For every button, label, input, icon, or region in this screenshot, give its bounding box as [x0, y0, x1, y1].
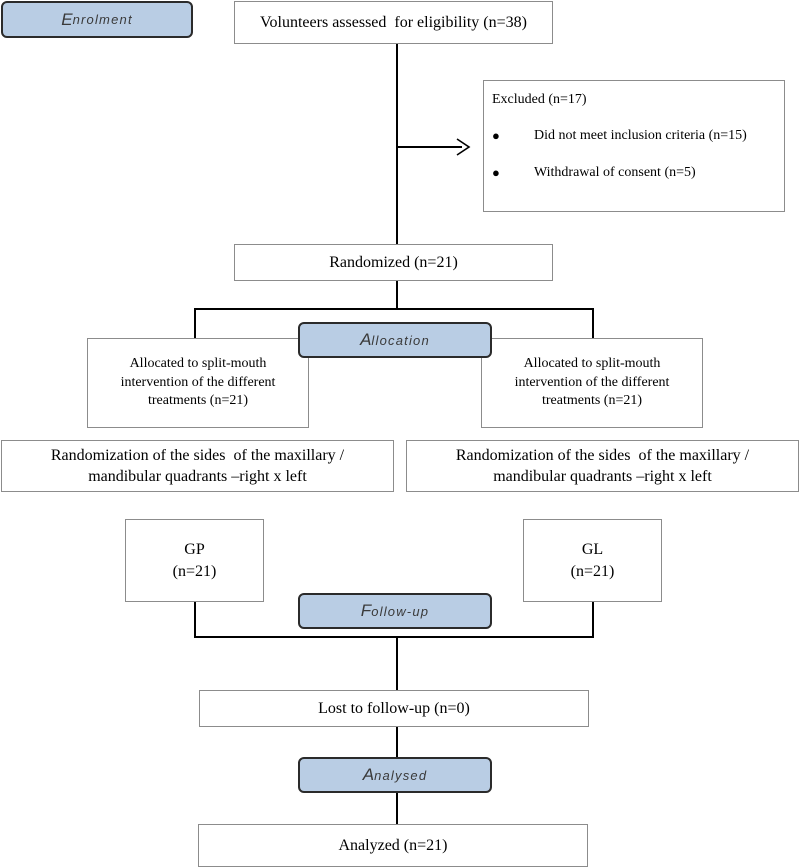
sides-left-box: Randomization of the sides of the maxill… — [1, 440, 394, 492]
lost-followup-box: Lost to follow-up (n=0) — [199, 690, 589, 727]
randomized-box: Randomized (n=21) — [234, 244, 553, 281]
gp-box: GP (n=21) — [125, 519, 264, 602]
connector-randomized-to-split — [396, 281, 398, 309]
assessed-label: Volunteers assessed for eligibility (n=3… — [260, 13, 527, 31]
connector-gp-down — [194, 601, 196, 637]
assessed-box: Volunteers assessed for eligibility (n=3… — [234, 1, 553, 44]
excluded-item: ● Withdrawal of consent (n=5) — [492, 165, 696, 180]
gl-box: GL (n=21) — [523, 519, 662, 602]
connector-merge-to-lost — [396, 636, 398, 690]
allocated-left-box: Allocated to split-mouth intervention of… — [87, 338, 309, 428]
split-right-drop — [592, 308, 594, 338]
analyzed-box: Analyzed (n=21) — [198, 824, 588, 867]
connector-gl-down — [592, 601, 594, 637]
split-horizontal-line — [194, 308, 594, 310]
bullet-icon: ● — [492, 128, 500, 143]
excluded-box: Excluded (n=17) ● Did not meet inclusion… — [483, 80, 785, 212]
allocated-right-box: Allocated to split-mouth intervention of… — [481, 338, 703, 428]
bullet-icon: ● — [492, 165, 500, 180]
merge-horizontal-line — [194, 636, 594, 638]
split-left-drop — [194, 308, 196, 338]
connector-to-excluded — [396, 146, 462, 148]
randomized-label: Randomized (n=21) — [329, 253, 458, 271]
excluded-item: ● Did not meet inclusion criteria (n=15) — [492, 128, 747, 143]
excluded-title: Excluded (n=17) — [492, 92, 587, 107]
connector-assessed-to-randomized — [396, 44, 398, 244]
sides-right-box: Randomization of the sides of the maxill… — [406, 440, 799, 492]
